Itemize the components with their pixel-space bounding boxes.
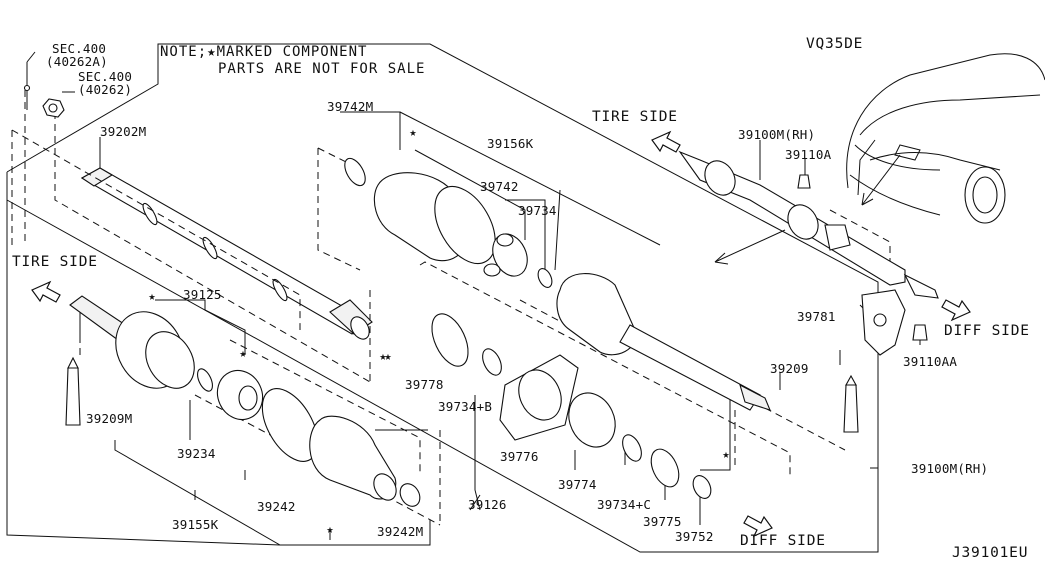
part-label-p39156k: 39156K (487, 136, 534, 151)
tire-side-arrow-left (31, 280, 61, 303)
guide-line (519, 299, 596, 341)
arrow-car-pointer-head (861, 192, 874, 206)
bracket-39781 (861, 289, 906, 356)
boot (309, 415, 397, 501)
part-label-p39776: 39776 (500, 449, 539, 464)
seal-39775 (650, 448, 680, 488)
part-label-p39125: 39125 (183, 287, 222, 302)
not-for-sale-star-marker: ★ (148, 289, 155, 303)
part-label-p39781: 39781 (797, 309, 836, 324)
part-label-diff-side-right: DIFF SIDE (944, 323, 1030, 339)
part-label-p39242m: 39242M (377, 524, 424, 539)
arrow-vehicle-to-shaft-head (714, 252, 729, 265)
inner-race (216, 369, 264, 421)
part-label-p39774: 39774 (558, 477, 597, 492)
part-label-p39110aa: 39110AA (903, 354, 958, 369)
guide-line (764, 407, 846, 451)
outer-cv-joint (69, 295, 195, 389)
bolt-right (843, 374, 859, 433)
tripod-joint (483, 233, 528, 277)
guide-line (419, 261, 791, 475)
vehicle-front-view (846, 53, 1045, 224)
not-for-sale-star-marker: ★ (409, 125, 416, 139)
not-for-sale-star-marker: ★ (722, 447, 729, 461)
frame-inner (6, 172, 281, 546)
part-label-p39734b: 39734+B (438, 399, 493, 414)
inset-shaft-assembly (678, 150, 939, 299)
seal-39778 (431, 313, 469, 367)
part-label-p39100m-rh-bottom: 39100M(RH) (911, 461, 989, 476)
part-label-tire-side-right: TIRE SIDE (592, 109, 678, 125)
part-label-p39734: 39734 (518, 203, 557, 218)
not-for-sale-star-marker: ★ (239, 346, 246, 360)
part-label-p39242: 39242 (257, 499, 296, 514)
band-39742 (434, 185, 496, 265)
frame-outline (6, 43, 879, 553)
bolt-39110aa (912, 324, 928, 341)
part-label-sec400-a-ref: (40262A) (46, 54, 108, 69)
arrow-vehicle-to-shaft (714, 229, 786, 263)
guide-line (11, 129, 301, 330)
bolt-left (65, 356, 81, 426)
diff-side-arrow-right (941, 299, 971, 322)
inner-housing-shaft (556, 273, 771, 411)
small-band-39242m (399, 483, 421, 507)
part-label-p39209: 39209 (770, 361, 809, 376)
snap-ring-39234 (197, 368, 213, 392)
leader-lines (23, 51, 921, 546)
part-label-p39734c: 39734+C (597, 497, 652, 512)
note-line-1: NOTE;★MARKED COMPONENT (160, 44, 368, 60)
part-label-p39110a: 39110A (785, 147, 832, 162)
part-label-diff-side-bottom: DIFF SIDE (740, 533, 826, 549)
not-for-sale-star-marker: ★ (384, 349, 391, 363)
bolt-39110a (797, 174, 811, 189)
snap-ring-39734c (622, 434, 642, 462)
part-label-p39775: 39775 (643, 514, 682, 529)
part-label-p39742m: 39742M (327, 99, 374, 114)
bearing-bracket (499, 354, 579, 441)
not-for-sale-star-marker: ★ (326, 522, 333, 536)
engine-model-code: VQ35DE (806, 36, 864, 52)
part-label-p39234: 39234 (177, 446, 216, 461)
guide-line (317, 148, 361, 271)
part-label-p39126: 39126 (468, 497, 507, 512)
snap-ring-39734b (482, 348, 502, 376)
part-label-sec400-b: SEC.400 (78, 69, 133, 84)
guide-line (54, 112, 371, 383)
guide-line (317, 147, 351, 165)
part-label-p39778: 39778 (405, 377, 444, 392)
tire-side-arrow-right (651, 130, 681, 153)
part-label-p39752: 39752 (675, 529, 714, 544)
shaft-39202m (80, 167, 373, 340)
part-label-p39155k: 39155K (172, 517, 219, 532)
drawing-number: J39101EU (952, 545, 1029, 561)
part-label-p39202m: 39202M (100, 124, 147, 139)
ring-39752 (692, 475, 712, 499)
part-label-tire-side-left: TIRE SIDE (12, 254, 98, 270)
part-label-p39100m-rh-top: 39100M(RH) (738, 127, 816, 142)
not-for-sale-star-marker: ★ (379, 349, 386, 363)
snap-ring-39734 (537, 268, 553, 288)
hub-nut (42, 98, 65, 118)
note-line-2: PARTS ARE NOT FOR SALE (218, 61, 426, 77)
part-label-sec400-a: SEC.400 (52, 41, 107, 56)
part-label-p39209m: 39209M (86, 411, 133, 426)
boot-band-39242 (261, 388, 319, 462)
part-label-sec400-b-ref: (40262) (78, 82, 133, 97)
band-39742m (344, 157, 366, 187)
diff-side-arrow-bottom (743, 515, 773, 538)
arrow-car-pointer (861, 154, 901, 206)
bearing-39774 (568, 392, 616, 448)
part-label-p39742: 39742 (480, 179, 519, 194)
